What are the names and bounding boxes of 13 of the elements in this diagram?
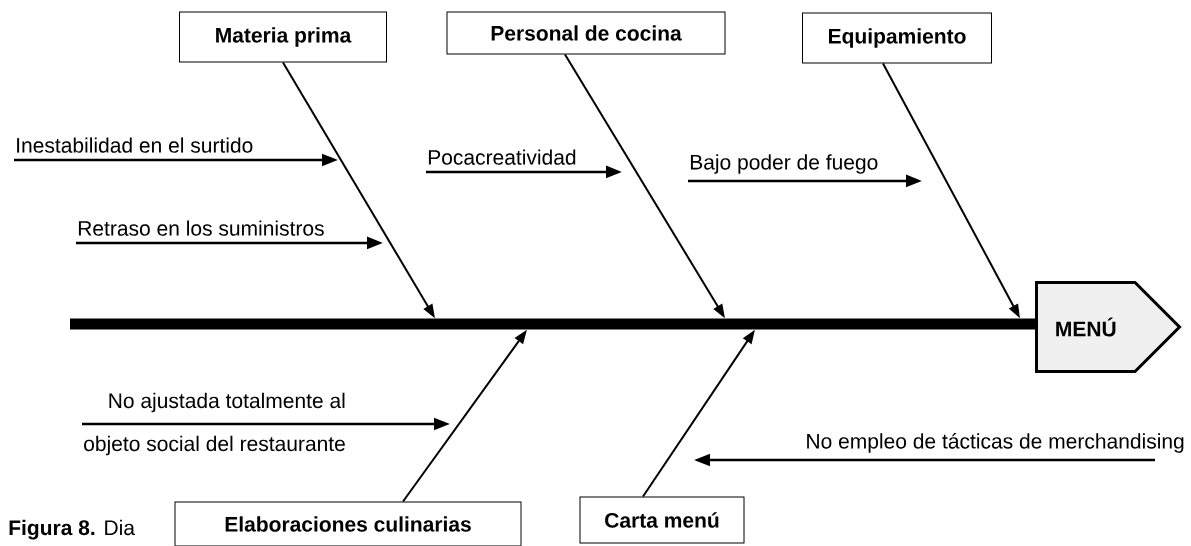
effect-pentagon: MENÚ [1035, 281, 1182, 373]
cause-text: No empleo de tácticas de merchandising [807, 433, 1184, 453]
cause-text: Bajo poder de fuego [690, 154, 878, 174]
category-box: Equipamiento [802, 12, 992, 64]
category-box: Materia prima [179, 11, 387, 63]
figure-caption: Figura 8. Dia [9, 519, 135, 540]
cause-text: No ajustada totalmente al objeto social del restaurante [84, 392, 345, 456]
cause-text: Inestabilidad en el surtido [17, 137, 253, 153]
category-box: Personal de cocina [446, 11, 726, 55]
category-box: Carta menú [579, 496, 745, 544]
category-box: Elaboraciones culinarias [174, 501, 522, 546]
cause-text: Pocacreatividad [428, 149, 576, 165]
cause-text: Retraso en los suministros [78, 220, 324, 236]
